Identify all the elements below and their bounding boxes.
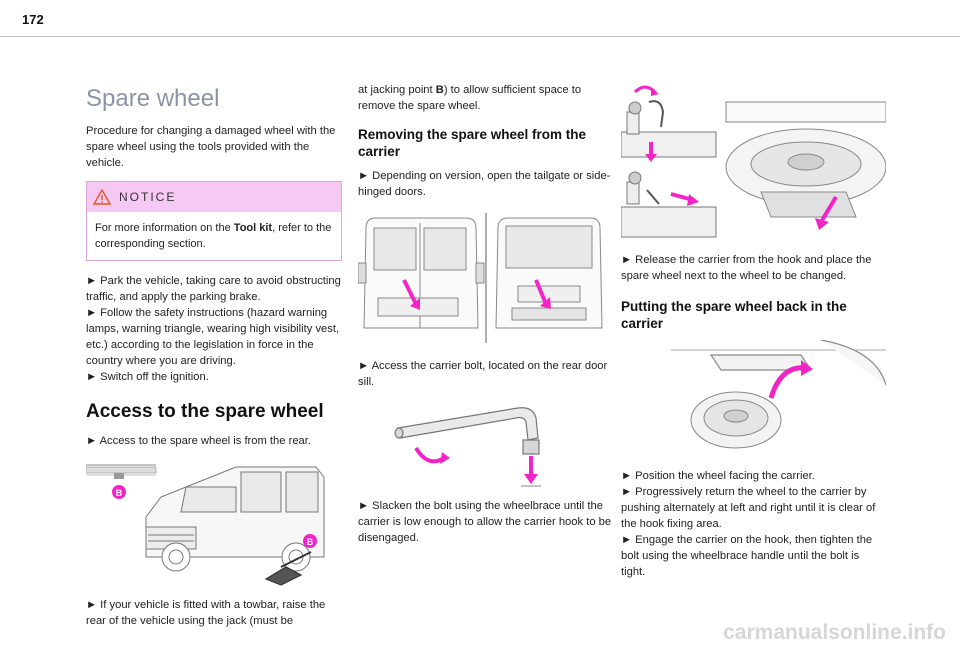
continuation-text-end: ) to allow sufficient space to remove th… [358, 84, 582, 112]
spare-wheel [690, 391, 782, 449]
notice-box: NOTICE For more information on the Tool … [86, 181, 342, 261]
notice-title: NOTICE [119, 190, 177, 204]
step-slacken: ► Slacken the bolt using the wheelbrace … [358, 500, 612, 544]
page-title: Spare wheel [86, 85, 220, 112]
column-3: ► Release the carrier from the hook and … [621, 82, 886, 580]
continuation-text: at jacking point [358, 84, 436, 96]
jack-drawing [264, 551, 312, 586]
van-rear-tailgate [495, 217, 603, 329]
sill-inset [86, 464, 157, 479]
van-drawing [145, 466, 325, 572]
section-title-access: Access to the spare wheel [86, 401, 324, 422]
carrier-frame [671, 340, 886, 386]
section-title-putting-back: Putting the spare wheel back in the carr… [621, 299, 847, 331]
return-arrow [768, 360, 813, 399]
bolt-location-arrow-1 [402, 279, 420, 310]
spare-wheel-under-vehicle [725, 101, 886, 218]
step-ignition: ► Switch off the ignition. [86, 371, 209, 383]
wheel-return-illustration [671, 340, 886, 449]
page-number: 172 [22, 12, 44, 27]
hook-detail-bottom [621, 171, 717, 238]
step-safety: ► Follow the safety instructions (hazard… [86, 307, 340, 367]
svg-text:B: B [116, 488, 123, 498]
section-title-removing: Removing the spare wheel from the carrie… [358, 127, 587, 159]
carrier-release-illustration [621, 85, 886, 238]
notice-text: For more information on the [95, 222, 234, 234]
down-arrow [521, 456, 541, 487]
vehicle-jacking-illustration: B B [86, 464, 325, 586]
notice-body: For more information on the Tool kit, re… [87, 212, 341, 260]
steps-put-back: ► Position the wheel facing the carrier.… [621, 470, 876, 578]
step-open-doors: ► Depending on version, open the tailgat… [358, 170, 611, 198]
jacking-continuation: at jacking point B) to allow sufficient … [358, 82, 620, 114]
hook-arrow-bottom [670, 192, 699, 206]
jacking-point-label-1: B [112, 485, 126, 499]
hook-detail-top [621, 100, 717, 158]
svg-text:B: B [307, 537, 314, 547]
bolt-location-arrow-2 [534, 279, 551, 309]
step-carrier-bolt: ► Access the carrier bolt, located on th… [358, 360, 608, 388]
notice-bold-text: Tool kit [233, 222, 273, 234]
wheelbrace-drawing [394, 407, 540, 455]
lowering-arrow [815, 195, 838, 230]
step-access: ► Access to the spare wheel is from the … [86, 435, 311, 447]
rear-doors-illustration [358, 213, 603, 343]
step-release: ► Release the carrier from the hook and … [621, 254, 872, 282]
intro-text: Procedure for changing a damaged wheel w… [86, 125, 336, 169]
column-2: at jacking point B) to allow sufficient … [358, 82, 620, 546]
step-park: ► Park the vehicle, taking care to avoid… [86, 275, 341, 303]
wheelbrace-illustration [394, 407, 541, 487]
van-rear-side-doors [358, 217, 485, 329]
step-towbar: ► If your vehicle is fitted with a towba… [86, 599, 326, 627]
column-1: Spare wheel Procedure for changing a dam… [86, 80, 348, 629]
notice-header: NOTICE [87, 182, 341, 212]
rotation-arrow [414, 446, 450, 464]
top-rule [0, 36, 960, 37]
hook-arrow-top [633, 85, 659, 162]
continuation-bold: B [435, 84, 444, 96]
jacking-point-label-2: B [303, 534, 317, 548]
watermark: carmanualsonline.info [723, 621, 946, 644]
warning-triangle-icon [93, 189, 111, 205]
notice-text-end: , refer to the corresponding section. [95, 222, 332, 250]
